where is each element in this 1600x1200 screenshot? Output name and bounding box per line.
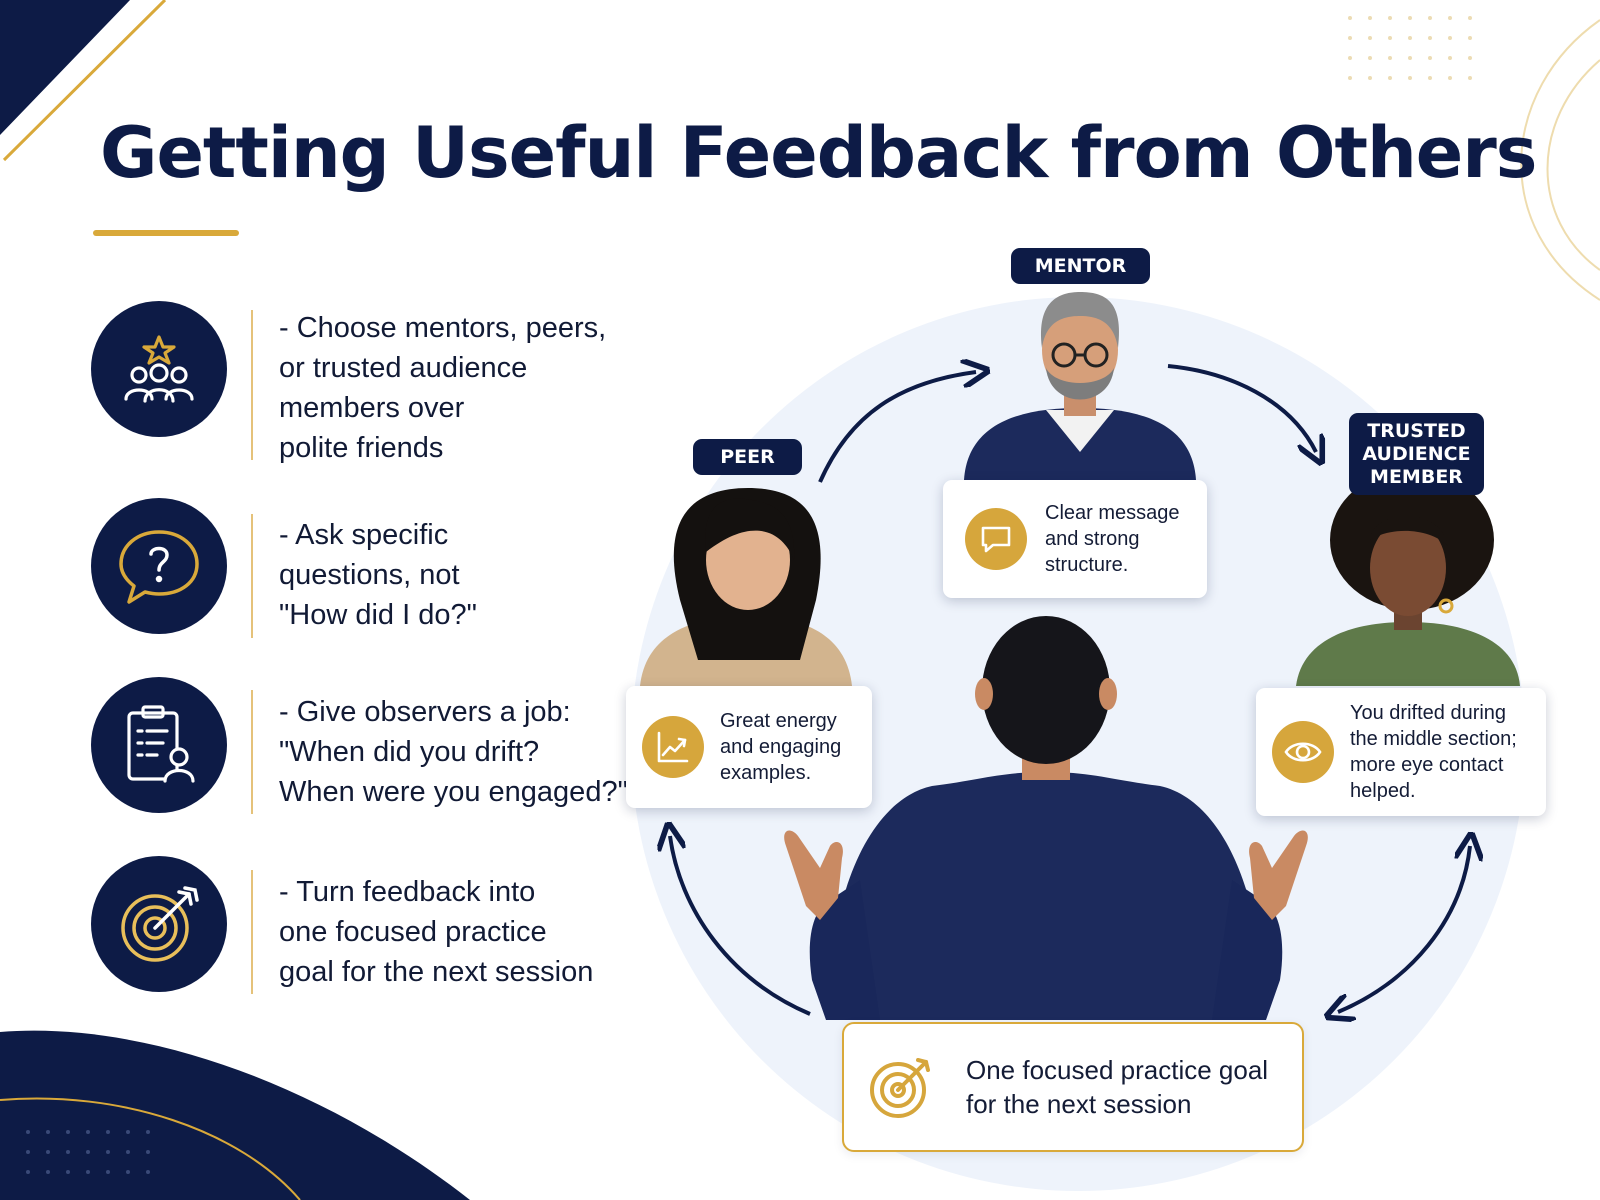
mentor-figure bbox=[964, 292, 1196, 480]
arrow-goal-to-peer bbox=[670, 836, 811, 1016]
dot-grid-bottom-left bbox=[26, 1130, 150, 1174]
feedback-text-peer: Great energy and engaging examples. bbox=[720, 710, 842, 784]
role-label-audience: TRUSTED AUDIENCE MEMBER bbox=[1349, 413, 1484, 495]
tip-text: - Choose mentors, peers, or trusted audi… bbox=[279, 312, 607, 464]
arc-top-right bbox=[1520, 19, 1600, 301]
tip-text: - Ask specific questions, not "How did I… bbox=[279, 519, 477, 631]
feedback-card-audience: You drifted during the middle section; m… bbox=[1256, 688, 1546, 816]
wave-gold-line bbox=[0, 1097, 301, 1200]
group-star-icon bbox=[91, 301, 227, 437]
arc-top-right-inner bbox=[1546, 59, 1600, 271]
question-bubble-icon bbox=[91, 498, 227, 634]
dot-grid-top-right bbox=[1348, 16, 1472, 80]
goal-box: One focused practice goal for the next s… bbox=[842, 1022, 1304, 1152]
clipboard-person-icon bbox=[91, 677, 227, 813]
tip-divider bbox=[251, 310, 253, 460]
arrow-mentor-to-audience bbox=[1167, 364, 1316, 452]
wave-bottom-left bbox=[0, 1030, 470, 1200]
page-title: Getting Useful Feedback from Others bbox=[100, 112, 1537, 194]
title-underline bbox=[93, 230, 239, 236]
feedback-card-peer: Great energy and engaging examples. bbox=[626, 686, 872, 808]
tip-divider bbox=[251, 870, 253, 994]
tip-divider bbox=[251, 690, 253, 814]
corner-gold-line bbox=[2, 0, 167, 162]
speech-bubble-icon bbox=[965, 508, 1027, 570]
corner-shape-top-left bbox=[0, 0, 130, 135]
feedback-text-mentor: Clear message and strong structure. bbox=[1045, 502, 1180, 576]
feedback-text-audience: You drifted during the middle section; m… bbox=[1350, 702, 1517, 802]
target-arrow-icon bbox=[866, 1052, 936, 1122]
arrow-peer-to-mentor bbox=[818, 372, 976, 483]
trend-chart-icon bbox=[642, 716, 704, 778]
tip-divider bbox=[251, 514, 253, 638]
tip-text: - Give observers a job: "When did you dr… bbox=[279, 696, 628, 808]
feedback-card-mentor: Clear message and strong structure. bbox=[943, 480, 1207, 598]
goal-text: One focused practice goal for the next s… bbox=[966, 1055, 1269, 1119]
arrow-audience-to-goal bbox=[1338, 846, 1470, 1012]
role-label-mentor: MENTOR bbox=[1011, 248, 1150, 284]
audience-member-figure bbox=[1296, 470, 1520, 686]
target-arrow-icon bbox=[91, 856, 227, 992]
peer-figure bbox=[640, 488, 852, 686]
role-label-peer: PEER bbox=[693, 439, 802, 475]
eye-icon bbox=[1272, 721, 1334, 783]
speaker-figure bbox=[784, 616, 1308, 1020]
tip-text: - Turn feedback into one focused practic… bbox=[279, 876, 594, 988]
